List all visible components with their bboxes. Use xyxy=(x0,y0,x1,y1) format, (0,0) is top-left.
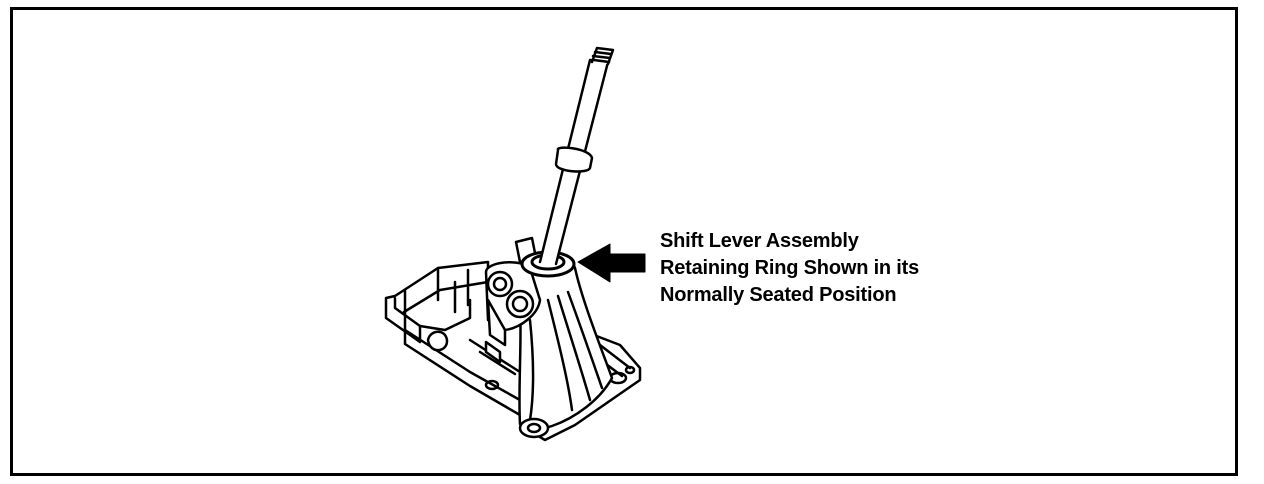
callout-label: Shift Lever Assembly Retaining Ring Show… xyxy=(660,228,919,309)
callout-line-1: Shift Lever Assembly xyxy=(660,230,859,252)
figure-frame xyxy=(10,7,1238,476)
callout-line-3: Normally Seated Position xyxy=(660,284,897,306)
tower-housing xyxy=(518,258,614,439)
base-bracket xyxy=(384,260,522,417)
callout-line-2: Retaining Ring Shown in its xyxy=(660,257,920,279)
left-arrow-icon xyxy=(577,243,646,283)
lever-shaft xyxy=(538,46,615,266)
pivot-block xyxy=(484,236,542,347)
